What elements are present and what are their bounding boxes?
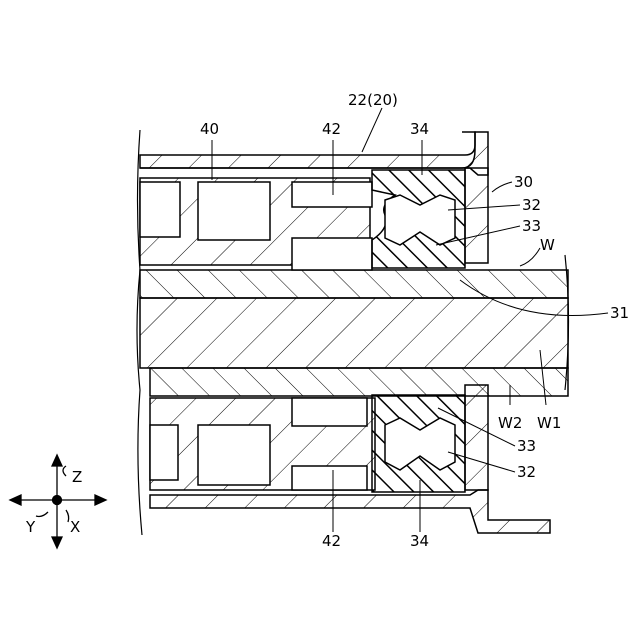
label-shaft: 31 <box>610 304 629 322</box>
leader-30 <box>492 182 512 192</box>
housing-end-wall-bottom <box>465 385 488 490</box>
label-wire2: W2 <box>498 414 522 432</box>
holder-top-slot <box>292 238 372 270</box>
x-label-tick <box>66 510 69 522</box>
axis-indicator <box>10 455 106 548</box>
housing-bottom <box>150 490 550 533</box>
bearing-top-block-left <box>140 182 180 237</box>
leader-W <box>520 248 540 266</box>
label-seal-top: 34 <box>410 120 429 138</box>
label-housing: 22(20) <box>348 91 398 109</box>
holder-bottom-slot <box>292 398 367 426</box>
axis-label-z: Z <box>72 468 82 486</box>
label-unit: 30 <box>514 173 533 191</box>
holder-top-gap <box>292 182 372 207</box>
label-wire1: W1 <box>537 414 561 432</box>
z-label-tick <box>63 466 66 476</box>
label-lip-top-33: 33 <box>522 217 541 235</box>
label-wire: W <box>540 236 555 254</box>
label-lip-top-32: 32 <box>522 196 541 214</box>
bearing-bottom <box>198 425 270 485</box>
axis-label-x: X <box>70 518 80 536</box>
label-seal-bottom: 34 <box>410 532 429 550</box>
label-bearing: 40 <box>200 120 219 138</box>
wire-sheath-bottom <box>150 368 568 396</box>
housing-end-wall-top <box>465 168 488 263</box>
axis-label-y: Y <box>25 518 36 536</box>
bearing-bottom-block-left <box>150 425 178 480</box>
label-lip-bottom-33: 33 <box>517 437 536 455</box>
wire-sheath-top <box>140 270 568 298</box>
label-holder-top: 42 <box>322 120 341 138</box>
x-axis-arrow-right <box>95 495 106 505</box>
label-lip-bottom-32: 32 <box>517 463 536 481</box>
shaft-core <box>140 298 568 368</box>
bearing-top <box>198 182 270 240</box>
z-axis-arrow-up <box>52 455 62 466</box>
z-axis-arrow-down <box>52 537 62 548</box>
label-holder-bottom: 42 <box>322 532 341 550</box>
leader-22 <box>362 108 382 152</box>
axis-origin-dot <box>53 496 62 505</box>
x-axis-arrow-left <box>10 495 21 505</box>
y-label-tick <box>36 512 48 517</box>
holder-bottom-gap <box>292 466 367 490</box>
